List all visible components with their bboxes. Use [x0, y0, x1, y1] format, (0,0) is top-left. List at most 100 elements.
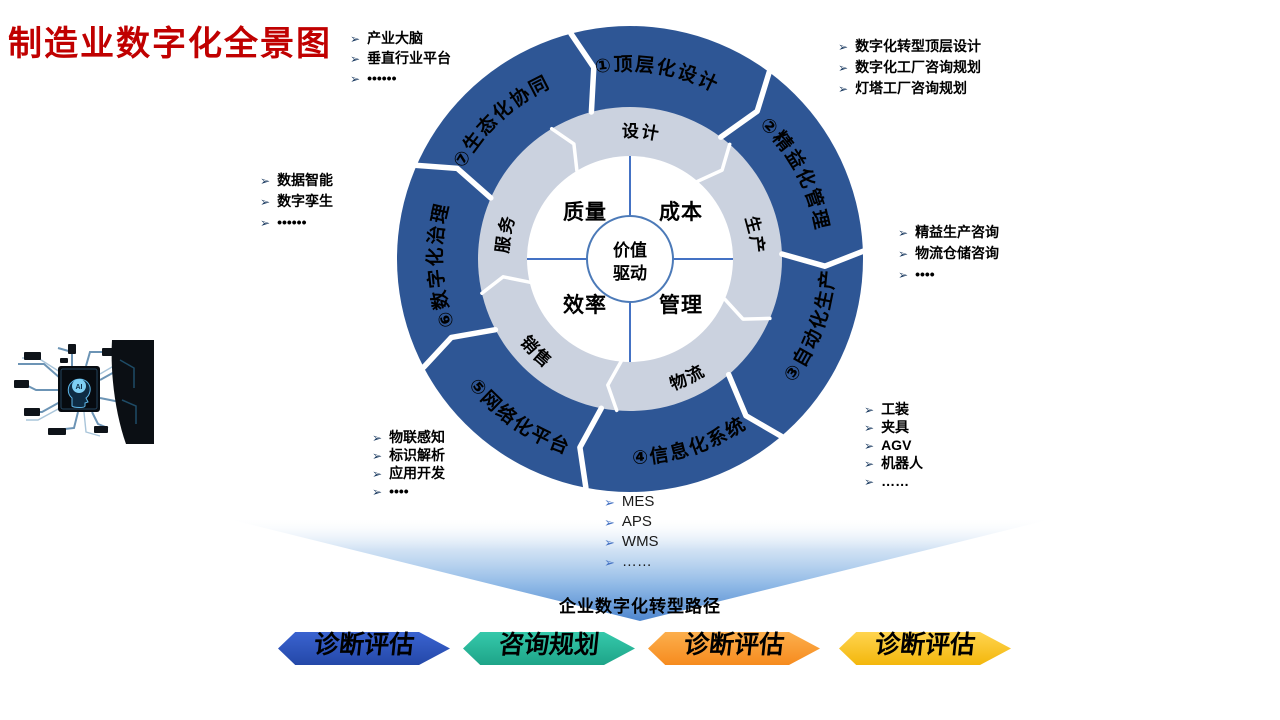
arrow-bullet-icon: ➢ — [604, 495, 615, 510]
list-item: ➢ •••••• — [350, 68, 451, 88]
arrow-bullet-icon: ➢ — [350, 32, 361, 46]
list-item: ➢ 垂直行业平台 — [350, 48, 451, 68]
callout-text: 精益生产咨询 — [915, 224, 1000, 240]
ic-components — [14, 344, 117, 435]
list-item: ➢ 数字化转型顶层设计 — [838, 36, 981, 57]
list-item: ➢ •••• — [898, 264, 999, 285]
quadrant-quality: 质量 — [563, 201, 607, 224]
list-item: ➢ 应用开发 — [372, 464, 445, 482]
arrow-bullet-icon: ➢ — [898, 247, 909, 261]
funnel-triangle — [228, 519, 1052, 621]
core-label-line2: 驱动 — [613, 264, 647, 283]
ai-brain-head-icon: AI — [67, 378, 91, 408]
step-arrow-diagnosis-2: 诊断评估 — [648, 631, 820, 665]
callout-text: •••••• — [277, 214, 307, 230]
arrow-banner-shape — [839, 632, 1011, 665]
arrow-banner-shape — [463, 632, 635, 665]
arrow-bullet-icon: ➢ — [864, 475, 875, 489]
list-item: ➢ AGV — [864, 436, 923, 454]
list-item: ➢ …… — [864, 472, 923, 490]
arrow-banner-shape — [278, 632, 450, 665]
callout-text: 数字化工厂咨询规划 — [855, 59, 982, 75]
callout-text: APS — [621, 513, 652, 530]
quadrant-efficiency: 效率 — [563, 293, 607, 317]
list-item: ➢ 数字化工厂咨询规划 — [838, 57, 981, 78]
quadrant-management: 管理 — [659, 293, 703, 317]
arrow-bullet-icon: ➢ — [838, 82, 849, 96]
arrow-bullet-icon: ➢ — [864, 457, 875, 471]
list-item: ➢ 数字孪生 — [260, 191, 333, 212]
arrow-bullet-icon: ➢ — [864, 403, 875, 417]
arrow-banner-shape — [648, 632, 820, 665]
arrow-bullet-icon: ➢ — [898, 226, 909, 240]
callout-text: AGV — [881, 437, 912, 453]
callout-text: 数字化转型顶层设计 — [855, 38, 982, 54]
list-item: ➢ 精益生产咨询 — [898, 222, 999, 243]
list-item: ➢ APS — [604, 512, 659, 532]
list-item: ➢ 机器人 — [864, 454, 923, 472]
arrow-bullet-icon: ➢ — [838, 61, 849, 75]
callout-text: WMS — [621, 533, 659, 550]
callout-left-lower: ➢物联感知 ➢ 标识解析 ➢ 应用开发 ➢•••• — [372, 428, 445, 500]
list-item: ➢•••• — [372, 482, 445, 500]
callout-text: 工装 — [881, 401, 910, 417]
callout-text: 应用开发 — [389, 465, 446, 481]
callout-text: 灯塔工厂咨询规划 — [855, 80, 968, 96]
list-item: ➢ 物流仓储咨询 — [898, 243, 999, 264]
arrow-bullet-icon: ➢ — [864, 439, 875, 453]
arrow-bullet-icon: ➢ — [260, 216, 271, 230]
arrow-bullet-icon: ➢ — [372, 449, 383, 463]
list-item: ➢ 产业大脑 — [350, 28, 451, 48]
middle-ring-separators — [480, 126, 772, 413]
callout-right-middle: ➢ 精益生产咨询 ➢ 物流仓储咨询 ➢ •••• — [898, 222, 999, 285]
callout-text: 物流仓储咨询 — [915, 245, 1000, 261]
callout-text: •••• — [389, 483, 409, 499]
outer-ring-separators — [413, 30, 866, 491]
step-arrow-diagnosis-1: 诊断评估 — [278, 631, 450, 665]
callout-text: 机器人 — [881, 455, 924, 471]
arrow-bullet-icon: ➢ — [350, 72, 361, 86]
arrow-bullet-icon: ➢ — [260, 195, 271, 209]
callout-text: 产业大脑 — [367, 30, 424, 46]
list-item: ➢ 灯塔工厂咨询规划 — [838, 78, 981, 99]
callout-text: 标识解析 — [389, 447, 446, 463]
step-label: 诊断评估 — [682, 631, 786, 659]
callout-text: 夹具 — [881, 419, 910, 435]
list-item: ➢ 工装 — [864, 400, 923, 418]
callout-top-left: ➢ 产业大脑 ➢ 垂直行业平台 ➢ •••••• — [350, 28, 451, 88]
svg-text:AI: AI — [76, 384, 83, 391]
callout-text: …… — [881, 473, 910, 489]
callout-text: •••• — [915, 266, 935, 282]
arrow-bullet-icon: ➢ — [350, 52, 361, 66]
callout-text: 垂直行业平台 — [367, 50, 452, 66]
list-item: ➢数据智能 — [260, 170, 333, 191]
dark-traces — [119, 359, 137, 424]
arrow-bullet-icon: ➢ — [372, 467, 383, 481]
arrow-bullet-icon: ➢ — [604, 515, 615, 530]
arrow-bullet-icon: ➢ — [864, 421, 875, 435]
arrow-bullet-icon: ➢ — [260, 174, 271, 188]
list-item: ➢ WMS — [604, 532, 659, 552]
callout-top-right: ➢ 数字化转型顶层设计 ➢ 数字化工厂咨询规划 ➢ 灯塔工厂咨询规划 — [838, 36, 981, 99]
transformation-path-caption: 企业数字化转型路径 — [559, 597, 721, 616]
page-title: 制造业数字化全景图 — [8, 25, 332, 63]
arrow-bullet-icon: ➢ — [604, 535, 615, 550]
callout-text: •••••• — [367, 70, 397, 86]
core-label-line1: 价值 — [613, 240, 647, 260]
arrow-bullet-icon: ➢ — [604, 555, 615, 570]
step-label: 诊断评估 — [312, 631, 416, 659]
arrow-bullet-icon: ➢ — [838, 40, 849, 54]
step-arrow-diagnosis-3: 诊断评估 — [839, 631, 1011, 665]
callout-text: 物联感知 — [389, 429, 446, 445]
dark-shadow-area — [111, 340, 154, 444]
list-item: ➢物联感知 — [372, 428, 445, 446]
list-item: ➢ •••••• — [260, 212, 333, 233]
callout-left-middle: ➢数据智能 ➢ 数字孪生 ➢ •••••• — [260, 170, 333, 233]
callout-text: …… — [621, 553, 652, 570]
callout-text: 数字孪生 — [277, 193, 334, 209]
callout-text: MES — [621, 493, 655, 510]
list-item: ➢ 标识解析 — [372, 446, 445, 464]
arrow-bullet-icon: ➢ — [898, 268, 909, 282]
